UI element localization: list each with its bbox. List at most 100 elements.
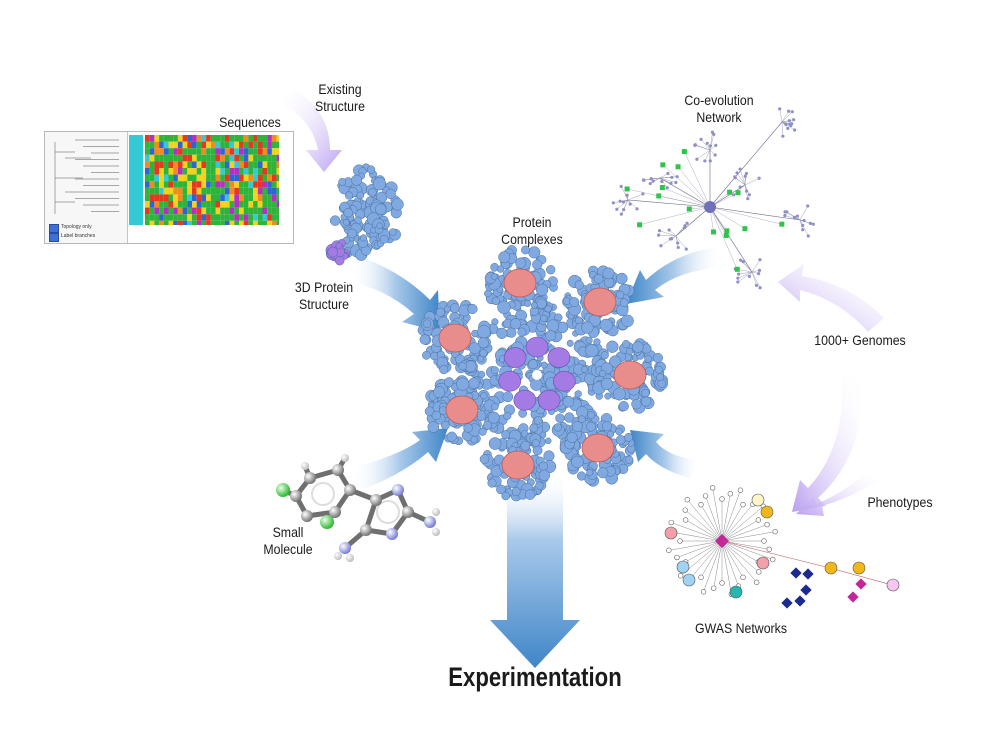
- alignment-cell: [164, 155, 169, 162]
- alignment-cell: [263, 194, 268, 201]
- alignment-cell: [164, 188, 169, 195]
- alignment-cell: [216, 221, 221, 225]
- gwas-node: [711, 586, 716, 591]
- alignment-cell: [154, 161, 159, 168]
- alignment-cell: [150, 168, 155, 175]
- alignment-cell: [220, 155, 225, 162]
- gwas-phenotype-node: [665, 527, 677, 539]
- protein-atom: [477, 325, 490, 338]
- alignment-cell: [272, 175, 277, 182]
- network-node: [806, 204, 809, 207]
- label-experimentation: Experimentation: [437, 662, 634, 692]
- alignment-cell: [178, 214, 183, 221]
- alignment-cell: [244, 135, 249, 142]
- alignment-cell: [201, 148, 206, 155]
- network-node-green: [660, 185, 665, 190]
- network-node: [734, 176, 737, 179]
- alignment-cell: [192, 168, 197, 175]
- alignment-cell: [145, 168, 150, 175]
- alignment-cell: [183, 142, 188, 149]
- alignment-cell: [220, 148, 225, 155]
- alignment-cell: [211, 175, 216, 182]
- alignment-cell: [159, 142, 164, 149]
- alignment-cell: [145, 181, 150, 188]
- alignment-cell: [248, 168, 253, 175]
- alignment-cell: [239, 208, 244, 215]
- alignment-cell: [154, 148, 159, 155]
- alignment-cell: [206, 181, 211, 188]
- network-node: [657, 234, 660, 237]
- gwas-node: [756, 569, 761, 574]
- protein-atom: [534, 416, 542, 424]
- alignment-cell: [187, 168, 192, 175]
- gwas-phenotype-node: [825, 562, 837, 574]
- protein-atom: [607, 341, 619, 353]
- protein-atom: [539, 470, 550, 481]
- network-node-green: [735, 267, 740, 272]
- protein-atom: [423, 320, 431, 328]
- alignment-cell: [267, 208, 272, 215]
- alignment-cell: [159, 181, 164, 188]
- protein-atom: [377, 223, 383, 229]
- network-edge: [752, 272, 757, 285]
- alignment-cell: [253, 188, 258, 195]
- network-node: [666, 186, 669, 189]
- gwas-node: [674, 555, 679, 560]
- network-node: [635, 207, 638, 210]
- alignment-cell: [234, 168, 239, 175]
- alignment-cell: [244, 188, 249, 195]
- protein-atom: [624, 433, 632, 441]
- alignment-cell: [216, 142, 221, 149]
- alignment-cell: [173, 175, 178, 182]
- alignment-cell: [150, 181, 155, 188]
- topology-only-checkbox[interactable]: [49, 224, 59, 233]
- protein-atom: [343, 219, 349, 225]
- network-node-green: [637, 222, 642, 227]
- alignment-cell: [150, 142, 155, 149]
- network-edge: [735, 178, 745, 185]
- alignment-cell: [187, 221, 192, 225]
- alignment-cell: [244, 168, 249, 175]
- alignment-cell: [201, 155, 206, 162]
- alignment-cell: [187, 194, 192, 201]
- alignment-cell: [178, 208, 183, 215]
- alignment-cell: [183, 155, 188, 162]
- alignment-cell: [258, 201, 263, 208]
- alignment-cell: [187, 135, 192, 142]
- protein-atom: [530, 379, 542, 391]
- alignment-cell: [178, 148, 183, 155]
- alignment-cell: [154, 135, 159, 142]
- alignment-cell: [183, 135, 188, 142]
- alignment-cell: [159, 135, 164, 142]
- network-node: [785, 210, 788, 213]
- molecule-atom: [290, 490, 302, 502]
- network-edge: [662, 188, 710, 207]
- protein-domain-purple: [526, 337, 548, 357]
- alignment-cell: [178, 188, 183, 195]
- network-node: [659, 244, 662, 247]
- alignment-cell: [173, 194, 178, 201]
- phylogenetic-tree: Topology only Label branches: [45, 132, 128, 243]
- alignment-cell: [169, 214, 174, 221]
- alignment-cell: [145, 142, 150, 149]
- alignment-cell: [164, 148, 169, 155]
- alignment-cell: [187, 181, 192, 188]
- alignment-cell: [145, 188, 150, 195]
- network-node: [709, 159, 712, 162]
- network-node-green: [736, 190, 741, 195]
- alignment-cell: [178, 181, 183, 188]
- protein-atom: [491, 403, 498, 410]
- label-branches-checkbox[interactable]: [49, 233, 59, 242]
- gwas-phenotype-node: [752, 494, 764, 506]
- alignment-cell: [216, 175, 221, 182]
- alignment-cell: [169, 201, 174, 208]
- alignment-cell: [211, 208, 216, 215]
- network-node: [714, 153, 717, 156]
- alignment-cell: [159, 194, 164, 201]
- alignment-cell: [150, 208, 155, 215]
- alignment-cell: [277, 161, 279, 168]
- alignment-cell: [206, 214, 211, 221]
- gwas-node: [720, 581, 725, 586]
- gwas-snp-marker: [794, 595, 805, 606]
- alignment-cell: [267, 181, 272, 188]
